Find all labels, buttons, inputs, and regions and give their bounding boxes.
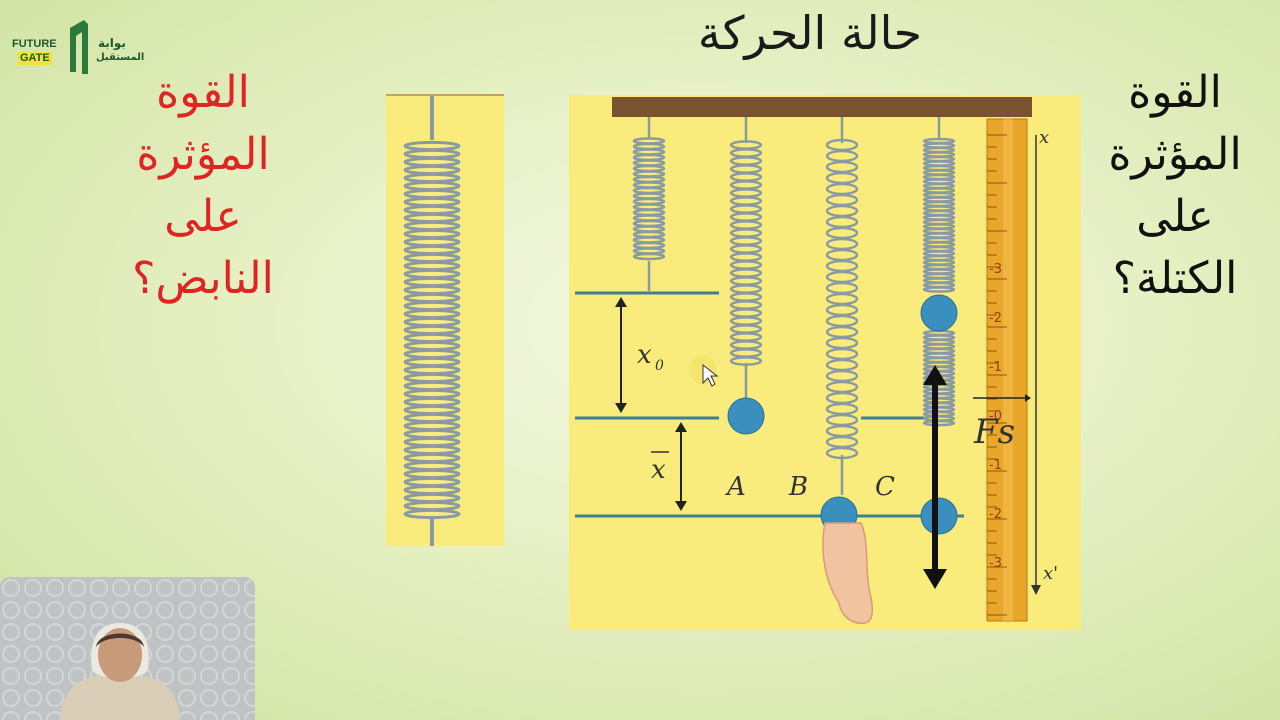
ruler-tick-label: -1 bbox=[989, 458, 1002, 473]
ruler-tick-label: -1 bbox=[989, 360, 1002, 375]
right-question-line: القوة bbox=[1128, 67, 1222, 118]
captions-icon[interactable] bbox=[1101, 690, 1120, 708]
presenter-webcam bbox=[0, 577, 255, 720]
spring-mass-diagram: -3 -2 -1 -0 -1 -2 -3 x x' x 0 x bbox=[575, 97, 1058, 624]
x0-subscript: 0 bbox=[655, 358, 664, 374]
fullscreen-icon[interactable] bbox=[1194, 690, 1213, 708]
spring-image-panel bbox=[386, 94, 504, 546]
support-bar bbox=[612, 97, 1032, 117]
ruler-tick-label: -3 bbox=[989, 262, 1002, 277]
spring-mass-figure: -3 -2 -1 -0 -1 -2 -3 x x' x 0 x bbox=[569, 95, 1081, 630]
share-icon[interactable] bbox=[1163, 690, 1182, 708]
mass-c-top bbox=[920, 294, 958, 332]
ruler-top-label: x bbox=[1039, 127, 1049, 148]
spring-coil-icon bbox=[386, 94, 504, 546]
future-gate-logo: FUTURE GATE بوابة المستقبل bbox=[12, 18, 162, 78]
right-question-line: الكتلة؟ bbox=[1112, 253, 1238, 304]
settings-icon[interactable] bbox=[1132, 690, 1151, 708]
ruler-tick-label: -3 bbox=[989, 556, 1002, 571]
ruler-tick-label: -0 bbox=[989, 409, 1002, 424]
ruler-tick-label: -2 bbox=[989, 507, 1002, 522]
player-toolbar[interactable] bbox=[1070, 690, 1275, 714]
slide-title: حالة الحركة bbox=[697, 6, 923, 60]
left-question-line: القوة bbox=[156, 67, 250, 118]
x-label: x bbox=[651, 455, 666, 485]
mass-a bbox=[727, 397, 765, 435]
mouse-cursor-icon bbox=[702, 363, 719, 387]
label-b: B bbox=[788, 472, 808, 502]
mass-c-bottom bbox=[920, 497, 958, 535]
force-label: Fs bbox=[973, 412, 1015, 452]
x0-label: x bbox=[637, 340, 652, 370]
left-question-line: على bbox=[164, 191, 242, 242]
left-question-line: النابض؟ bbox=[132, 253, 274, 304]
logo-text-gate: GATE bbox=[18, 52, 52, 65]
logo-text-future: FUTURE bbox=[12, 38, 57, 50]
right-question: القوة المؤثرة على الكتلة؟ bbox=[1080, 62, 1270, 310]
logo-text-arabic-1: بوابة bbox=[98, 36, 126, 50]
play-icon[interactable] bbox=[1070, 690, 1088, 708]
left-question: القوة المؤثرة على النابض؟ bbox=[88, 62, 318, 310]
label-a: A bbox=[725, 472, 746, 502]
right-question-line: على bbox=[1136, 191, 1214, 242]
presenter-figure bbox=[0, 577, 255, 720]
ruler-bottom-label: x' bbox=[1043, 563, 1058, 584]
label-c: C bbox=[875, 472, 895, 502]
hand-image bbox=[822, 522, 873, 624]
left-question-line: المؤثرة bbox=[136, 129, 270, 180]
gate-emblem-icon bbox=[70, 20, 88, 74]
ruler-tick-label: -2 bbox=[989, 311, 1002, 326]
right-question-line: المؤثرة bbox=[1108, 129, 1242, 180]
logo-text-arabic-2: المستقبل bbox=[96, 52, 145, 63]
